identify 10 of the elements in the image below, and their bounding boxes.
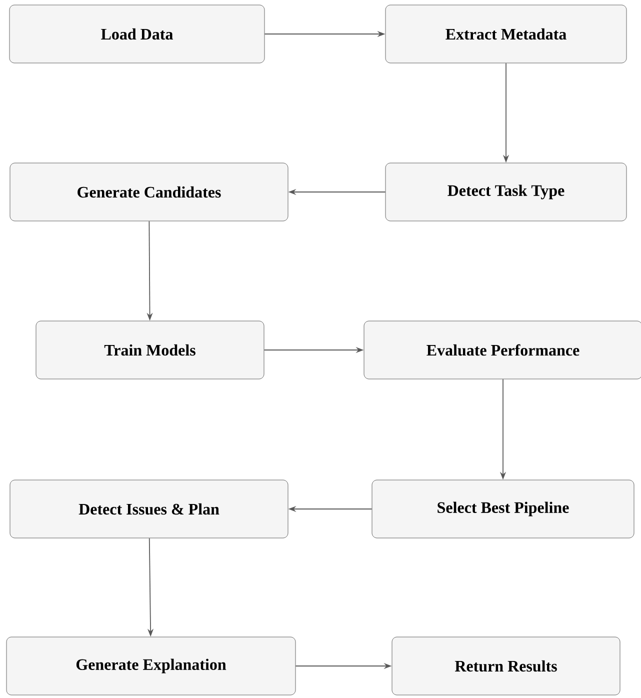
process-box: Detect Task Type <box>385 162 627 222</box>
process-box: Return Results <box>392 636 620 696</box>
process-box: Train Models <box>36 320 264 380</box>
process-box: Load Data <box>9 4 265 64</box>
process-box: Generate Explanation <box>6 636 296 696</box>
process-box: Detect Issues & Plan <box>10 480 288 538</box>
process-box: Generate Candidates <box>10 162 288 222</box>
process-box: Extract Metadata <box>385 4 627 64</box>
process-box: Select Best Pipeline <box>372 480 634 538</box>
process-box: Evaluate Performance <box>364 320 641 380</box>
